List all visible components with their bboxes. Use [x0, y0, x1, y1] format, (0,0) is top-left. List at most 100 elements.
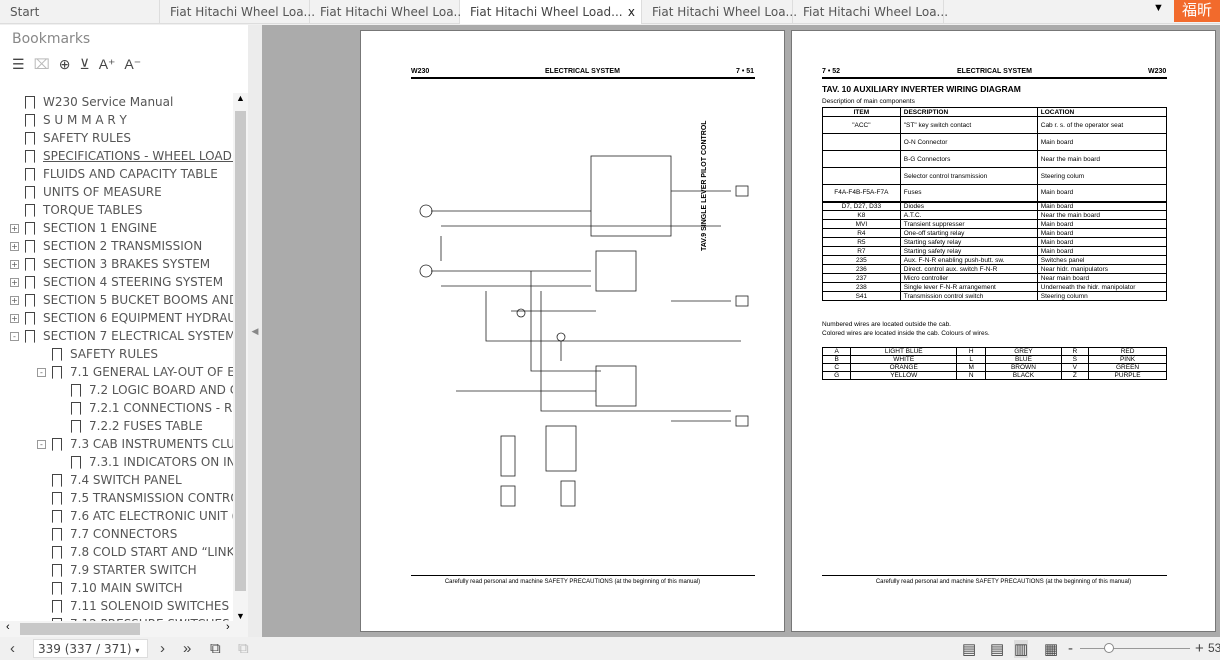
page-right: 7 • 52 ELECTRICAL SYSTEM W230 TAV. 10 AU…	[791, 30, 1216, 632]
bookmark-item[interactable]: SAFETY RULES	[37, 345, 158, 363]
next-view-icon[interactable]: ⧉	[238, 640, 249, 657]
bookmark-item[interactable]: 7.2.1 CONNECTIONS - REL	[56, 399, 233, 417]
page-section: ELECTRICAL SYSTEM	[957, 68, 1032, 75]
bookmark-item[interactable]: -7.1 GENERAL LAY-OUT OF ELE	[37, 363, 233, 381]
bookmark-vertical-scrollbar[interactable]: ▲ ▼	[233, 93, 248, 621]
bookmark-item[interactable]: +SECTION 2 TRANSMISSION	[10, 237, 202, 255]
increase-font-icon[interactable]: A⁺	[98, 56, 116, 72]
last-page-button[interactable]: »	[183, 640, 192, 657]
panel-splitter[interactable]: ◀	[248, 25, 262, 637]
page-footer: Carefully read personal and machine SAFE…	[444, 579, 701, 585]
next-page-button[interactable]: ›	[160, 640, 165, 657]
expand-bookmark-icon[interactable]: ⊻	[79, 56, 90, 72]
bookmark-icon	[25, 204, 35, 217]
page-left: W230 ELECTRICAL SYSTEM 7 • 51 TAV.9 SING…	[360, 30, 785, 632]
colour-cell: C	[821, 363, 852, 372]
bookmark-item[interactable]: +SECTION 6 EQUIPMENT HYDRAUL	[10, 309, 233, 327]
bookmark-label: FLUIDS AND CAPACITY TABLE	[43, 167, 218, 181]
close-tab-icon[interactable]: x	[627, 5, 635, 19]
expand-toggle-icon[interactable]: -	[37, 440, 46, 449]
single-page-icon[interactable]: ▤	[962, 641, 977, 658]
tab[interactable]: Fiat Hitachi Wheel Loa...	[160, 0, 315, 24]
bookmark-item[interactable]: FLUIDS AND CAPACITY TABLE	[10, 165, 218, 183]
bookmark-item[interactable]: 7.10 MAIN SWITCH	[37, 579, 182, 597]
status-bar: ‹ 339 (337 / 371) ▾ › » ⧉ ⧉ ▤ ▤ ▥ ▦ - + …	[0, 637, 1220, 660]
delete-bookmark-icon[interactable]: ⌧	[33, 56, 50, 72]
tab[interactable]: Fiat Hitachi Wheel Loa...	[642, 0, 797, 24]
bookmark-label: SECTION 7 ELECTRICAL SYSTEM	[43, 329, 233, 343]
bookmark-label: 7.6 ATC ELECTRONIC UNIT (K	[70, 509, 233, 523]
tab[interactable]: Fiat Hitachi Wheel Loa...	[793, 0, 948, 24]
description-cell: Selector control transmission	[899, 167, 1038, 185]
bookmark-item[interactable]: +SECTION 4 STEERING SYSTEM	[10, 273, 223, 291]
previous-view-icon[interactable]: ⧉	[210, 640, 221, 657]
description-cell: Transmission control switch	[899, 291, 1038, 301]
table-subtitle: Description of main components	[822, 98, 915, 105]
tab[interactable]: Fiat Hitachi Wheel Loa...	[310, 0, 465, 24]
tab[interactable]: Start	[0, 0, 160, 24]
facing-page-icon[interactable]: ▥	[1014, 640, 1029, 658]
bookmark-label: SECTION 5 BUCKET BOOMS AND	[43, 293, 233, 307]
bookmark-item[interactable]: +SECTION 3 BRAKES SYSTEM	[10, 255, 210, 273]
colour-cell: A	[821, 347, 852, 356]
description-cell: O-N Connector	[899, 133, 1038, 151]
expand-toggle-icon[interactable]: +	[10, 260, 19, 269]
bookmark-item[interactable]: 7.7 CONNECTORS	[37, 525, 177, 543]
zoom-in-button[interactable]: +	[1195, 640, 1204, 657]
tab-label: Start	[10, 5, 40, 19]
bookmark-item[interactable]: +SECTION 1 ENGINE	[10, 219, 157, 237]
wiring-schematic	[419, 155, 749, 507]
bookmark-item[interactable]: - SECTION 7 ELECTRICAL SYSTEM	[10, 327, 233, 345]
expand-toggle-icon[interactable]: -	[10, 332, 19, 341]
tab-list-dropdown-icon[interactable]: ▼	[1153, 2, 1164, 14]
bookmark-item[interactable]: 7.2 LOGIC BOARD AND CAB	[56, 381, 233, 399]
colour-cell: BLACK	[985, 371, 1062, 380]
zoom-out-button[interactable]: -	[1068, 640, 1073, 657]
bookmark-item[interactable]: 7.3.1 INDICATORS ON INS	[56, 453, 233, 471]
bookmark-label: 7.11 SOLENOID SWITCHES	[70, 599, 230, 613]
bookmark-item[interactable]: W230 Service Manual	[10, 93, 173, 111]
bookmark-item[interactable]: 7.6 ATC ELECTRONIC UNIT (K	[37, 507, 233, 525]
tab-label: Fiat Hitachi Wheel Loa...	[170, 5, 316, 19]
page-number-input[interactable]: 339 (337 / 371) ▾	[33, 639, 148, 658]
scroll-thumb[interactable]	[20, 623, 140, 635]
bookmark-item[interactable]: S U M M A R Y	[10, 111, 127, 129]
bookmark-horizontal-scrollbar[interactable]: ‹ ›	[0, 621, 248, 637]
bookmark-item[interactable]: UNITS OF MEASURE	[10, 183, 162, 201]
zoom-slider-knob[interactable]	[1104, 643, 1114, 653]
bookmarks-title: Bookmarks	[12, 31, 91, 47]
expand-toggle-icon[interactable]: +	[10, 314, 19, 323]
bookmark-item[interactable]: 7.9 STARTER SWITCH	[37, 561, 197, 579]
continuous-facing-icon[interactable]: ▦	[1044, 641, 1059, 658]
previous-page-button[interactable]: ‹	[10, 640, 15, 657]
bookmark-item[interactable]: -7.3 CAB INSTRUMENTS CLUST	[37, 435, 233, 453]
bookmark-item[interactable]: + SECTION 5 BUCKET BOOMS AND	[10, 291, 233, 309]
bookmark-item[interactable]: SPECIFICATIONS - WHEEL LOADE	[10, 147, 233, 165]
zoom-slider[interactable]	[1080, 648, 1190, 649]
expand-toggle-icon[interactable]: +	[10, 278, 19, 287]
description-cell: A.T.C.	[899, 210, 1038, 220]
bookmark-item[interactable]: 7.4 SWITCH PANEL	[37, 471, 182, 489]
bookmark-item[interactable]: 7.8 COLD START AND “LINK” I	[37, 543, 233, 561]
add-bookmark-icon[interactable]: ⊕	[58, 56, 71, 72]
bookmark-item[interactable]: TORQUE TABLES	[10, 201, 142, 219]
page-footer: Carefully read personal and machine SAFE…	[875, 579, 1132, 585]
bookmark-item[interactable]: 7.12 PRESSURE SWITCHES - S	[37, 615, 233, 621]
scroll-thumb[interactable]	[235, 111, 246, 591]
bookmark-item[interactable]: 7.11 SOLENOID SWITCHES	[37, 597, 229, 615]
expand-toggle-icon[interactable]: +	[10, 296, 19, 305]
decrease-font-icon[interactable]: A⁻	[124, 56, 142, 72]
bookmark-item[interactable]: 7.5 TRANSMISSION CONTROL	[37, 489, 233, 507]
bookmark-item[interactable]: 7.2.2 FUSES TABLE	[56, 417, 203, 435]
description-cell: Single lever F-N-R arrangement	[899, 282, 1038, 292]
bookmark-list-icon[interactable]: ☰	[12, 56, 25, 72]
continuous-page-icon[interactable]: ▤	[990, 641, 1005, 658]
tab[interactable]: Fiat Hitachi Wheel Load...x	[460, 0, 642, 24]
bookmark-item[interactable]: SAFETY RULES	[10, 129, 131, 147]
expand-toggle-icon[interactable]: +	[10, 242, 19, 251]
expand-toggle-icon[interactable]: -	[37, 368, 46, 377]
bookmark-icon	[71, 456, 81, 469]
expand-toggle-icon[interactable]: +	[10, 224, 19, 233]
